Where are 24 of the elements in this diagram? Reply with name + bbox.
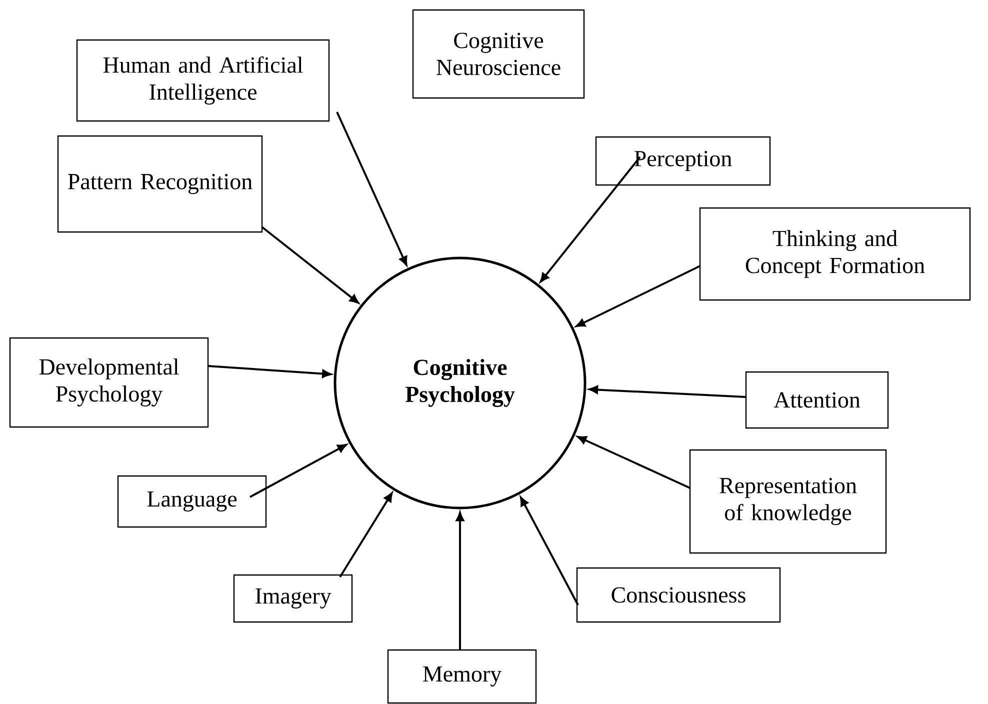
- arrow: [540, 156, 641, 282]
- topic-box: Consciousness: [576, 567, 781, 623]
- arrow: [577, 436, 690, 489]
- arrow: [588, 386, 746, 398]
- topic-box: Representation of knowledge: [689, 449, 887, 554]
- topic-box: Imagery: [233, 574, 353, 623]
- arrow: [250, 444, 347, 498]
- topic-box: Perception: [595, 136, 771, 186]
- arrow: [261, 226, 359, 304]
- topic-box: Memory: [387, 649, 537, 704]
- arrow: [576, 265, 700, 328]
- topic-box: Language: [117, 475, 267, 528]
- topic-box: Attention: [745, 371, 889, 429]
- arrow: [456, 512, 464, 650]
- topic-box: Thinking and Concept Formation: [699, 207, 971, 301]
- circle-node: Cognitive Psychology: [334, 256, 586, 510]
- topic-box: Pattern Recognition: [57, 135, 263, 233]
- topic-box: Cognitive Neuroscience: [412, 9, 585, 99]
- topic-box: Human and Artificial Intelligence: [76, 39, 330, 122]
- topic-box: Developmental Psychology: [9, 337, 209, 428]
- arrow: [520, 496, 579, 606]
- arrow: [336, 112, 408, 266]
- arrow: [339, 492, 393, 578]
- arrow: [208, 365, 332, 378]
